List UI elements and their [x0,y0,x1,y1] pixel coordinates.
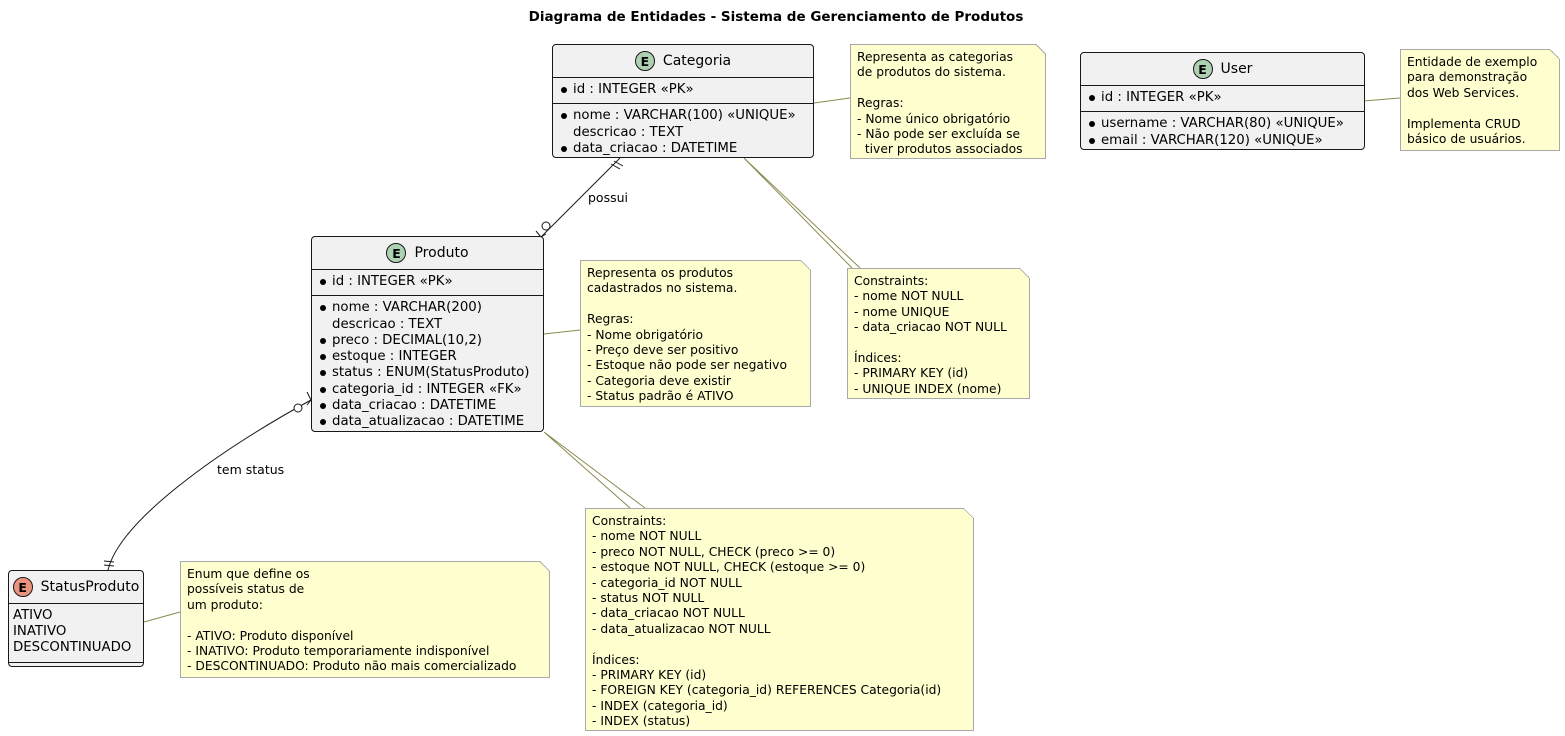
relation-label-possui: possui [588,190,629,205]
field-email: email : VARCHAR(120) «UNIQUE» [1081,133,1364,149]
entity-produto[interactable]: E Produto id : INTEGER «PK» nome : VARCH… [311,236,544,432]
note-produto-description: Representa os produtos cadastrados no si… [580,260,811,407]
note-connector-categoria-desc [813,97,851,104]
enum-value-ativo: ATIVO [13,608,53,623]
field-status: status : ENUM(StatusProduto) [312,365,543,381]
entity-badge-icon: E [634,51,655,71]
note-produto-constraints: Constraints: - nome NOT NULL - preco NOT… [585,508,974,731]
entity-user[interactable]: E User id : INTEGER «PK» username : VARC… [1080,52,1365,150]
entity-name: Categoria [662,53,732,69]
note-categoria-constraints: Constraints: - nome NOT NULL - nome UNIQ… [847,268,1030,399]
field-preco: preco : DECIMAL(10,2) [312,333,543,349]
field-estoque: estoque : INTEGER [312,349,543,365]
enum-value-descontinuado: DESCONTINUADO [13,640,132,655]
relation-label-tem-status: tem status [217,462,285,477]
enum-badge-icon: E [12,577,33,597]
note-categoria-description: Representa as categorias de produtos do … [850,44,1046,159]
relation-possui-line [535,157,624,238]
entity-badge-icon: E [386,243,407,263]
note-connector-categoria-constraints [743,157,861,269]
entity-status-produto[interactable]: E StatusProduto ATIVO INATIVO DESCONTINU… [8,570,144,667]
note-user-description: Entidade de exemplo para demonstração do… [1400,49,1560,151]
field-descricao: descricao : TEXT [332,316,443,332]
entity-name: StatusProduto [40,579,140,595]
relation-tem-status-line [103,391,312,571]
diagram-title: Diagrama de Entidades - Sistema de Geren… [528,9,1024,25]
entity-name: User [1220,61,1253,77]
field-pk: id : INTEGER «PK» [553,82,813,98]
field-categoria-id: categoria_id : INTEGER «FK» [312,382,543,398]
note-connector-produto-desc [543,329,581,335]
field-data-atualizacao: data_atualizacao : DATETIME [312,414,543,430]
enum-value-inativo: INATIVO [13,624,67,639]
note-connector-status-desc [143,611,181,623]
field-pk: id : INTEGER «PK» [1081,90,1364,106]
field-nome: nome : VARCHAR(100) «UNIQUE» [553,108,813,124]
field-data-criacao: data_criacao : DATETIME [312,398,543,414]
note-status-description: Enum que define os possíveis status de u… [180,561,550,678]
field-descricao: descricao : TEXT [573,124,684,140]
field-nome: nome : VARCHAR(200) [312,300,543,316]
note-connector-user-desc [1363,97,1401,102]
note-connector-produto-constraints [543,431,646,509]
field-data-criacao: data_criacao : DATETIME [553,141,813,157]
entity-badge-icon: E [1192,59,1213,79]
field-pk: id : INTEGER «PK» [312,274,543,290]
field-username: username : VARCHAR(80) «UNIQUE» [1081,116,1364,132]
entity-categoria[interactable]: E Categoria id : INTEGER «PK» nome : VAR… [552,44,814,158]
entity-name: Produto [414,245,469,261]
